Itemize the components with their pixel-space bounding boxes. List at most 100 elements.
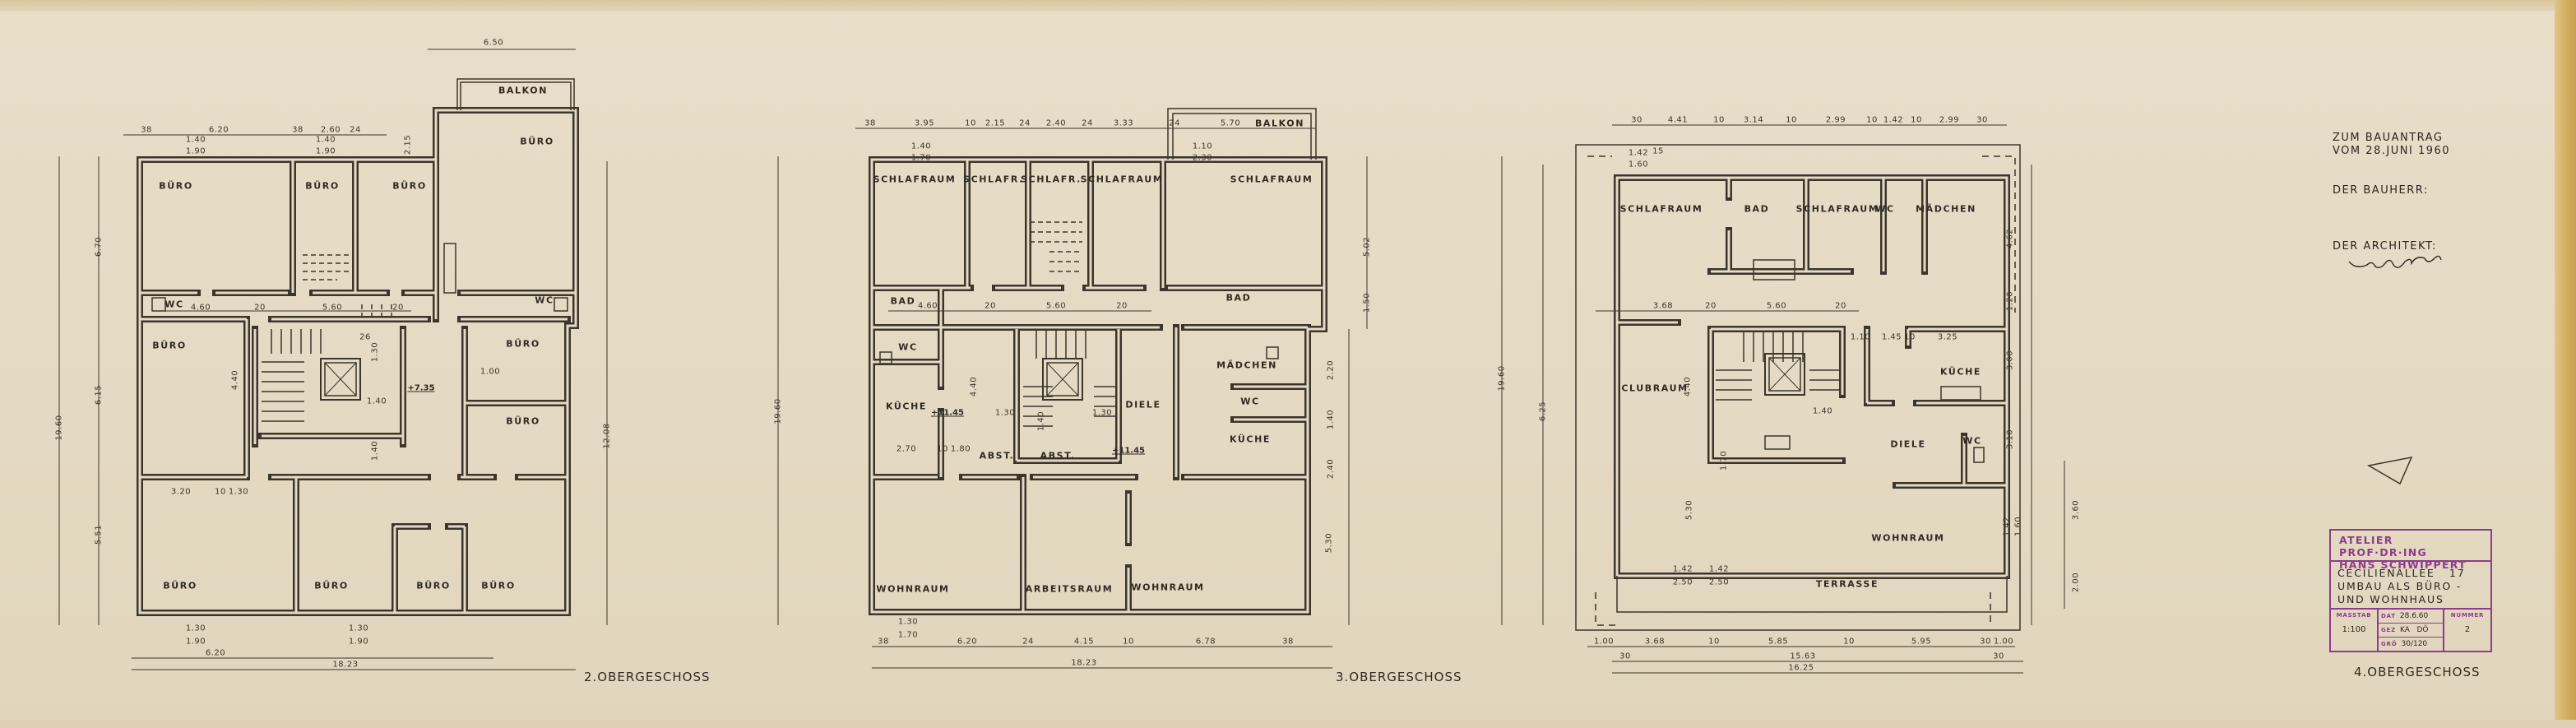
room-label: ABST. [979,450,1015,461]
dimension-label: 1.40 [1812,406,1833,416]
application-note: ZUM BAUANTRAG [2333,132,2444,144]
stamp-size-value: 30/120 [2401,640,2428,648]
dimension-label: 38 [864,118,876,128]
dimension-label: 1.50 [1362,292,1372,313]
plan1-wc-fixture [554,297,568,312]
stamp-date-value: 28.6.60 [2399,612,2429,620]
room-label: TERRASSE [1815,578,1879,590]
dimension-label: 1.00 [1993,637,2014,647]
dimension-lines [58,49,2065,674]
dimension-label: 20 [985,301,996,311]
dimension-label: 10 [1904,332,1916,342]
plan1-wc-fixture [151,297,166,312]
dimension-label: 18.23 [332,660,359,670]
dimension-label: 20 [254,303,266,313]
room-label: WC [164,299,184,310]
room-label: DIELE [1125,399,1161,410]
plan2-stair-treads [1023,331,1115,427]
dimension-label: 4.40 [1683,376,1693,397]
dimension-label: 2.30 [1192,153,1213,163]
dimension-label: 3.95 [914,118,935,128]
dimension-label: 30 [1619,651,1631,661]
plan2-elevator-icon [1042,358,1083,401]
room-label: SCHLAFRAUM [1080,174,1164,185]
room-label: BÜRO [416,580,451,591]
dimension-label: 10 [215,487,226,497]
dimension-label: 16.25 [1788,663,1814,673]
dimension-label: 15 [1652,146,1664,156]
room-label: BALKON [498,85,549,96]
room-label: SCHLAFRAUM [1230,174,1313,185]
dimension-label: 5.60 [322,303,343,313]
dimension-label: 10 [1713,115,1725,125]
dimension-label: 26 [359,332,371,342]
dimension-label: 2.99 [1825,115,1846,125]
room-label: SCHLAFR. [963,174,1024,185]
dimension-label: 1.90 [185,637,206,647]
dimension-label: 3.33 [1113,118,1134,128]
dimension-label: 2.70 [896,444,917,454]
dimension-label: 5.70 [1220,118,1241,128]
plan3-bathtub [1753,259,1795,281]
room-label: WOHNRAUM [1871,532,1945,544]
dimension-label: 10 [1123,637,1134,647]
dimension-label: 1.30 [185,624,206,633]
dimension-label: 30 [1976,115,1988,125]
dimension-label: 1.60 [1628,160,1649,169]
stamp-project: CECILIENALLEE 17 UMBAU ALS BÜRO - UND WO… [2331,562,2490,610]
stamp-project-line: UMBAU ALS BÜRO - [2337,580,2462,592]
room-label: WOHNRAUM [1131,582,1205,593]
stamp-project-line: CECILIENALLEE 17 [2337,567,2466,579]
plan1-stair-treads [262,329,322,422]
plan3-elevator-icon [1764,353,1805,396]
plan2-wc-fixture [879,351,892,364]
dimension-label: 18.23 [1071,658,1097,668]
dimension-label: 1.42 [1628,148,1649,158]
dimension-label: 30 [1980,637,1991,647]
dimension-label: 1.42 [1883,115,1904,125]
dimension-label: 1.00 [1593,637,1615,647]
dimension-label: 15.63 [1790,651,1816,661]
dimension-label: 10 [1708,637,1720,647]
dimension-label: 10 [937,444,948,454]
dimension-label: 1.00 [480,367,501,377]
dimension-label: 1.90 [348,637,369,647]
dimension-label: 24 [1022,637,1034,647]
dimension-label: 24 [1019,118,1031,128]
dimension-label: 3.25 [1937,332,1958,342]
room-label: WC [535,294,554,306]
client-signature-label: DER BAUHERR: [2333,184,2429,197]
dimension-label: 5.30 [1324,532,1334,554]
room-label: BAD [1225,292,1252,304]
dimension-label: 19.60 [773,398,783,424]
dimension-label: 1.30 [228,487,249,497]
dimension-label: 19.60 [1497,365,1507,392]
stamp-number-value: 2 [2464,625,2471,634]
stamp-drawn-value: KA DÖ [2400,626,2429,634]
dimension-label: 5.51 [94,524,104,545]
dimension-label: 1.40 [185,135,206,145]
application-date: VOM 28.JUNI 1960 [2333,145,2451,157]
dimension-label: 4.15 [1073,637,1095,647]
dimension-label: 1.20 [2005,290,2015,312]
room-label: BÜRO [152,340,187,351]
dimension-label: 20 [1705,301,1717,311]
plan2-stair-top-dashed [1030,221,1082,272]
room-label: BALKON [1254,118,1305,129]
level-mark: +7.35 [407,383,435,393]
elevator-shafts [320,353,1805,401]
dimension-label: 6.20 [205,648,226,658]
dimension-label: 6.50 [483,38,504,48]
stamp-drawn-label: GEZ [2381,627,2397,633]
room-label: SCHLAFRAUM [1619,203,1703,215]
dimension-label: 3.14 [1743,115,1764,125]
dimension-label: 2.50 [1708,577,1730,587]
plan1-elevator-icon [320,358,361,401]
dimension-label: 2.00 [2071,572,2081,593]
plan1-stair-walls [252,326,406,447]
dimension-label: 10 [965,118,976,128]
dimension-label: 4.40 [230,369,240,391]
stamp-date-label: DAT [2381,613,2396,619]
